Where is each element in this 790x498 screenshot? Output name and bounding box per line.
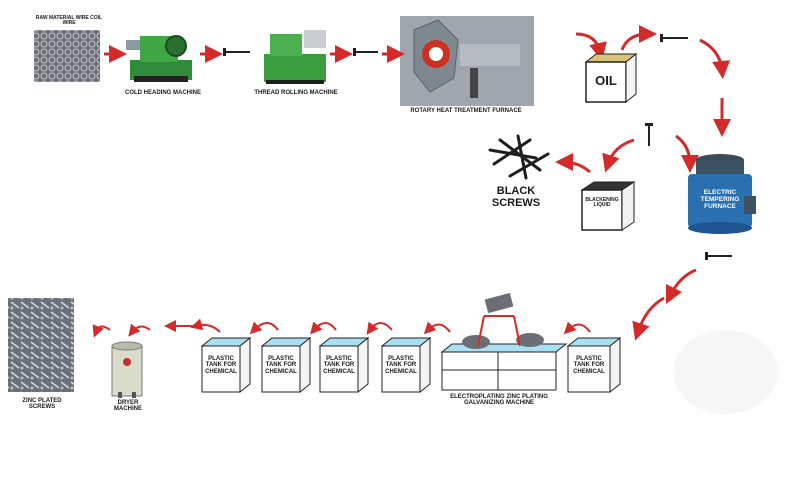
- flow-arrows: [104, 25, 731, 341]
- screw-icon: [353, 48, 378, 56]
- plastic-tank-label: PLASTIC TANK FOR CHEMICAL: [385, 356, 417, 375]
- thread-rolling-label: THREAD ROLLING MACHINE: [254, 90, 338, 96]
- plastic-tank: [566, 336, 622, 394]
- blackening-liquid-box: [580, 181, 636, 231]
- black-screws-label: BLACK SCREWS: [491, 185, 541, 209]
- oil-label: OIL: [595, 73, 617, 88]
- plastic-tank-label: PLASTIC TANK FOR CHEMICAL: [265, 356, 297, 375]
- electroplating-label: ELECTROPLATING ZINC PLATING GALVANIZING …: [450, 394, 548, 407]
- zinc-screws-image: [8, 298, 74, 392]
- plastic-tank: [380, 336, 432, 394]
- flow-arrows-bottom: [92, 318, 591, 338]
- plastic-tank: [318, 336, 370, 394]
- rotary-furnace-image: [400, 16, 534, 106]
- raw-material-label: RAW MATERIAL WIRE COIL WIRE: [35, 15, 103, 27]
- plastic-tank-label: PLASTIC TANK FOR CHEMICAL: [205, 356, 237, 375]
- blackening-liquid-label: BLACKENING LIQUID: [585, 197, 619, 209]
- electric-furnace-image: [688, 154, 756, 234]
- screw-icon: [223, 48, 250, 56]
- oil-box: [584, 52, 638, 104]
- screw-icon: [645, 123, 653, 146]
- black-screws-image: [488, 134, 550, 180]
- electroplating-machine-image: [440, 292, 568, 391]
- plastic-tank: [260, 336, 312, 394]
- faded-background-shape: [674, 330, 778, 414]
- plastic-tank: [200, 336, 252, 394]
- plastic-tank-label: PLASTIC TANK FOR CHEMICAL: [573, 356, 605, 375]
- screw-icon: [660, 34, 688, 42]
- dryer-machine-image: [111, 341, 143, 398]
- wire-coil-image: [34, 30, 100, 82]
- electric-furnace-label: ELECTRIC TEMPERING FURNACE: [700, 189, 740, 210]
- plastic-tank-label: PLASTIC TANK FOR CHEMICAL: [323, 356, 355, 375]
- rotary-furnace-label: ROTARY HEAT TREATMENT FURNACE: [410, 108, 522, 114]
- dryer-machine-label: DRYER MACHINE: [114, 400, 142, 413]
- screw-icon: [705, 252, 732, 260]
- thread-rolling-machine-image: [264, 30, 326, 84]
- cold-heading-label: COLD HEADING MACHINE: [125, 90, 201, 96]
- zinc-plated-screws-label: ZINC PLATED SCREWS: [22, 398, 62, 411]
- cold-heading-machine-image: [126, 35, 192, 82]
